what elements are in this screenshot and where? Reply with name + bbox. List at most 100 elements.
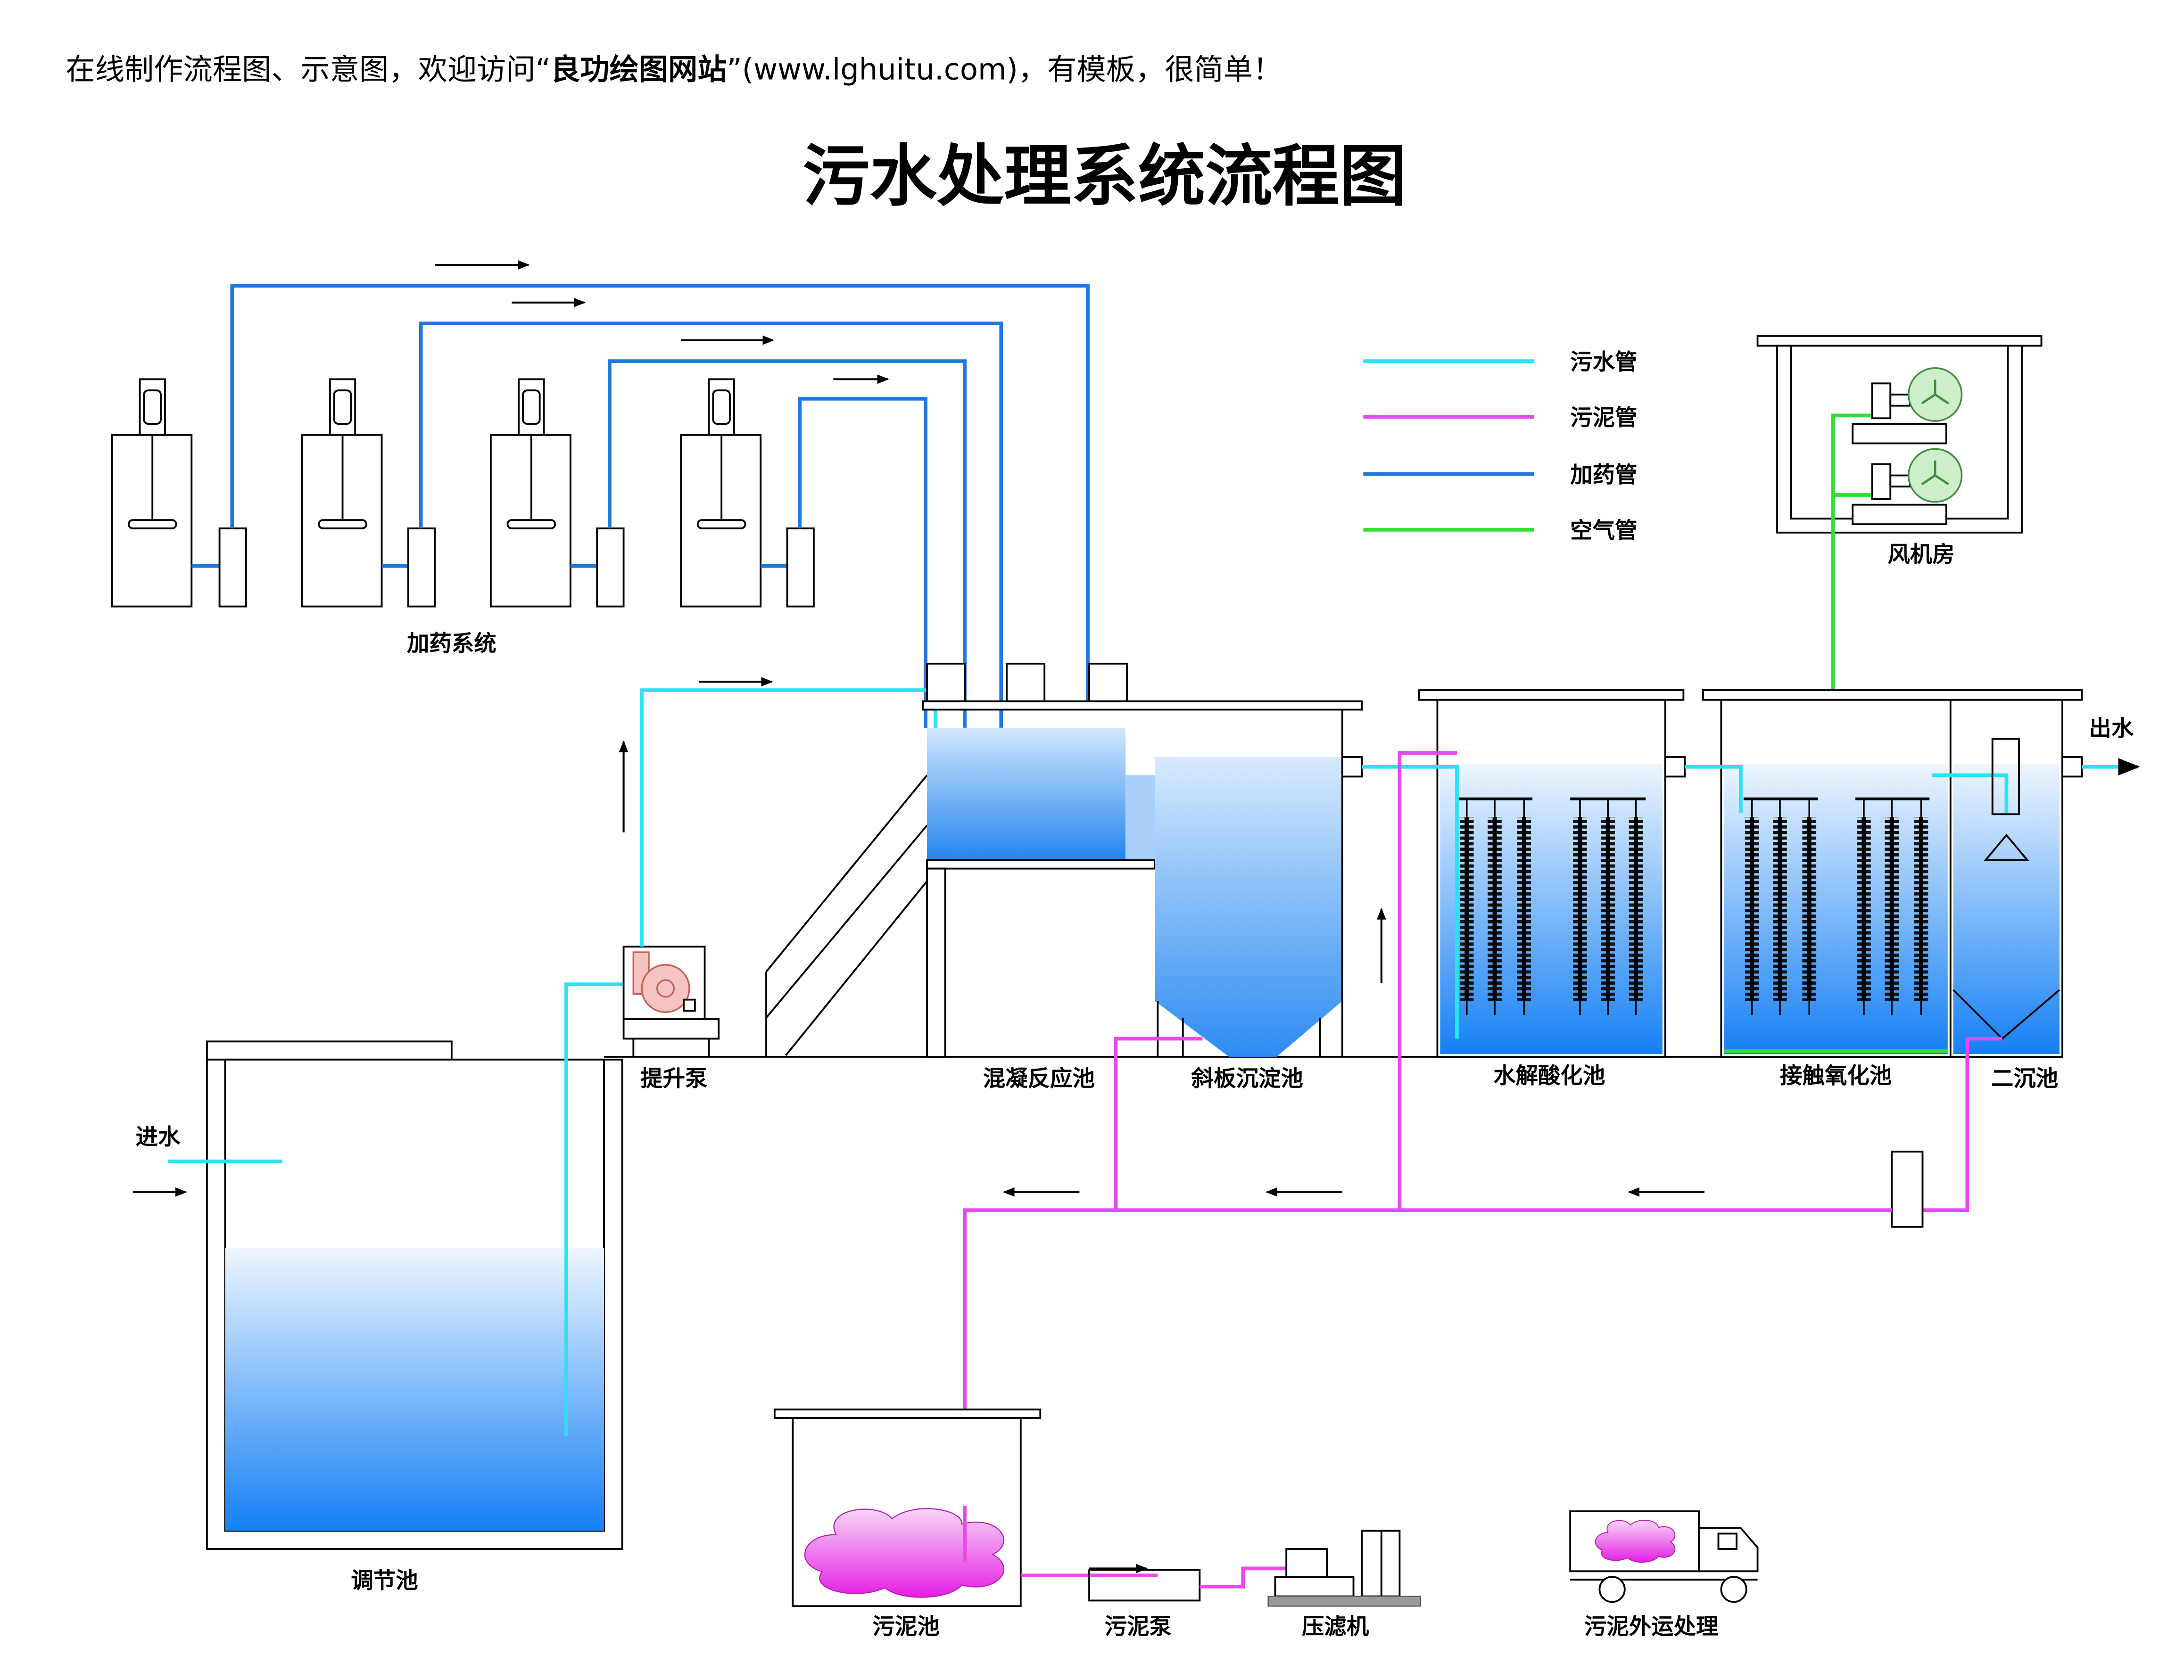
fan-room: 风机房 [1756, 335, 2043, 1052]
contact-oxidation-tank-label: 接触氧化池 [1780, 1063, 1892, 1089]
stair-rail [765, 824, 928, 1019]
dosing-pump [407, 527, 436, 608]
legend-label-sewage: 污水管 [1570, 349, 1637, 375]
sludge-pump-body [1088, 1569, 1201, 1602]
dosing-inlet-box [926, 662, 966, 702]
media-column [1573, 799, 1587, 1015]
pump-icon [632, 951, 696, 1013]
media-column [1745, 799, 1759, 1015]
fan-room-roof [1756, 335, 2043, 347]
media-column [1629, 799, 1643, 1015]
blower-motor [1871, 382, 1892, 420]
media-column [1601, 799, 1615, 1015]
hydrolysis-tank: 水解酸化池 [1362, 689, 1686, 1211]
equalization-tank: 进水 调节池 [132, 1040, 623, 1594]
tank-lid [1702, 689, 2083, 701]
media-column [1885, 799, 1899, 1015]
blower-coupling [1889, 474, 1911, 488]
coagulation-settler-unit: 混凝反应池 斜板沉淀池 [765, 662, 1363, 1211]
coagulation-platform [926, 859, 1156, 870]
media-column [1488, 799, 1502, 1015]
motor-icon [333, 389, 352, 425]
tank-lid [773, 1408, 1042, 1419]
truck-icon: 污泥外运处理 [1569, 1510, 1759, 1639]
coagulation-overflow-water [1125, 775, 1155, 860]
blower-coupling [1889, 394, 1911, 407]
secondary-clarifier-label: 二沉池 [1991, 1066, 2058, 1092]
hydrolysis-tank-label: 水解酸化池 [1493, 1063, 1605, 1089]
sludge-tank-label: 污泥池 [872, 1614, 939, 1639]
sludge-pipe [1200, 1566, 1287, 1589]
tank-water [225, 1248, 604, 1531]
tank-water [1724, 764, 1948, 1054]
truck-wheel [1720, 1576, 1747, 1603]
motor-icon [712, 389, 731, 425]
truck-wheel [1598, 1576, 1626, 1603]
sludge-pipe [1114, 1037, 1203, 1211]
header-suffix: ”(www.lghuitu.com)，有模板，很简单！ [727, 52, 1282, 87]
sludge-pipe [963, 1208, 1892, 1562]
legend-label-air: 空气管 [1570, 518, 1637, 544]
center-well [1991, 738, 2020, 815]
tank-top-slab [922, 700, 1363, 711]
outflow-label: 出水 [2089, 716, 2134, 742]
dosing-inlet-box [1088, 662, 1128, 702]
tank-lid [206, 1040, 453, 1061]
sewage-pipe [564, 982, 624, 1436]
media-column [1857, 799, 1871, 1015]
settler-water [1155, 757, 1342, 1057]
media-column [1517, 799, 1531, 1015]
dosing-tank [680, 378, 762, 608]
fan-icon [1908, 367, 1963, 422]
fan-room-label: 风机房 [1887, 542, 1954, 568]
page-title: 污水处理系统流程图 [802, 137, 1406, 215]
stirrer-paddle [318, 519, 367, 529]
lift-pump-label: 提升泵 [640, 1066, 707, 1092]
dosing-system-label: 加药系统 [407, 631, 496, 657]
sludge-pump-label: 污泥泵 [1105, 1614, 1172, 1639]
dosing-pipe [798, 397, 927, 728]
dosing-pump [218, 527, 247, 608]
header-prefix: 在线制作流程图、示意图，欢迎访问“ [66, 52, 551, 87]
truck-window [1717, 1532, 1737, 1550]
filter-press: 压滤机 [1267, 1530, 1422, 1639]
blower-base [1852, 503, 1947, 526]
press-frame [1274, 1576, 1355, 1598]
tank-lid [1418, 689, 1685, 701]
tank-water [1440, 764, 1663, 1054]
sludge-cloud [804, 1507, 1005, 1598]
header-brand: 良功绘图网站 [551, 52, 727, 87]
contact-oxidation-tank: 接触氧化池 [1685, 689, 2083, 1089]
clarifier-outlet-box [2061, 756, 2083, 778]
sewage-pipe [1685, 765, 1743, 813]
dosing-tank [301, 378, 383, 608]
sludge-tank: 污泥池 [773, 1408, 1042, 1639]
sludge-line [963, 1151, 1924, 1562]
dosing-system: 加药系统 [111, 260, 1090, 728]
press-column [1361, 1530, 1382, 1598]
dosing-pump [596, 527, 625, 608]
dosing-pump [786, 527, 815, 608]
sludge-haulage-label: 污泥外运处理 [1584, 1614, 1719, 1639]
press-column [1380, 1530, 1401, 1598]
dosing-pipe [419, 321, 1003, 728]
dosing-pipe [230, 284, 1090, 701]
deflector-cone [1983, 833, 2029, 861]
legend-label-dosing: 加药管 [1570, 462, 1637, 488]
header-banner: 在线制作流程图、示意图，欢迎访问“良功绘图网站”(www.lghuitu.com… [66, 52, 1282, 87]
press-plate [1285, 1548, 1328, 1578]
settler-outlet-box [1341, 756, 1363, 778]
motor-icon [522, 389, 541, 425]
coagulation-water [927, 727, 1126, 860]
sludge-valve [1891, 1151, 1924, 1228]
sludge-pipe [1398, 751, 1457, 1211]
inflow-label: 进水 [136, 1124, 181, 1150]
stair-rail [765, 774, 928, 972]
filter-press-label: 压滤机 [1302, 1614, 1369, 1639]
stair-rail [785, 881, 928, 1056]
blower-base [1852, 423, 1947, 445]
sludge-pipe [1922, 1037, 2002, 1212]
blower-motor [1871, 463, 1892, 500]
dosing-tank [111, 378, 193, 608]
